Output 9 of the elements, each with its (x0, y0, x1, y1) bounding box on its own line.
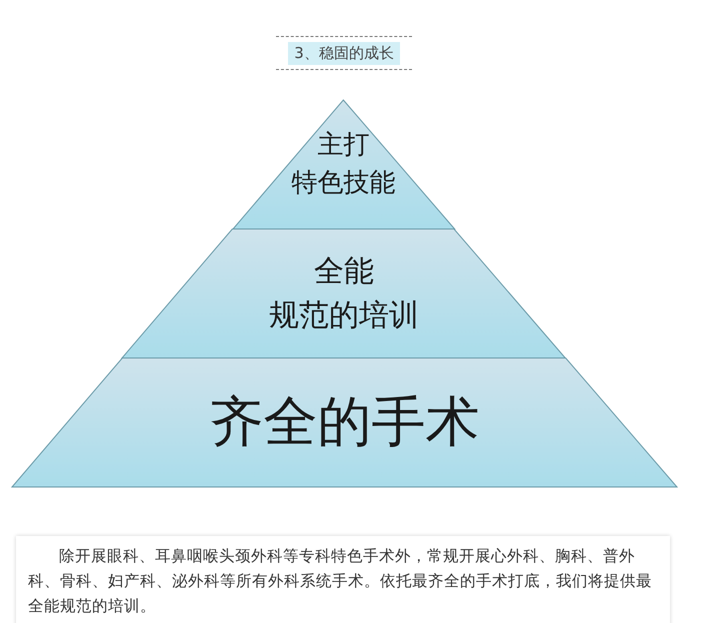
tier-label: 特色技能 (291, 166, 396, 200)
tier-label: 齐全的手术 (210, 389, 480, 456)
pyramid-tier (12, 358, 677, 487)
paragraph: 除开展眼科、耳鼻咽喉头颈外科等专科特色手术外，常规开展心外科、胸科、普外科、骨科、妇产科、泌外科等所有外科系统手术。依托最齐全的手术打底，我们将提供最全能规范的培训。 (28, 546, 653, 617)
tier-label: 规范的培训 (268, 296, 419, 334)
pyramid-tier (122, 229, 566, 358)
title: 3、稳固的成长 (288, 42, 400, 64)
tier-label: 主打 (317, 128, 370, 162)
tier-label: 全能 (314, 253, 374, 291)
